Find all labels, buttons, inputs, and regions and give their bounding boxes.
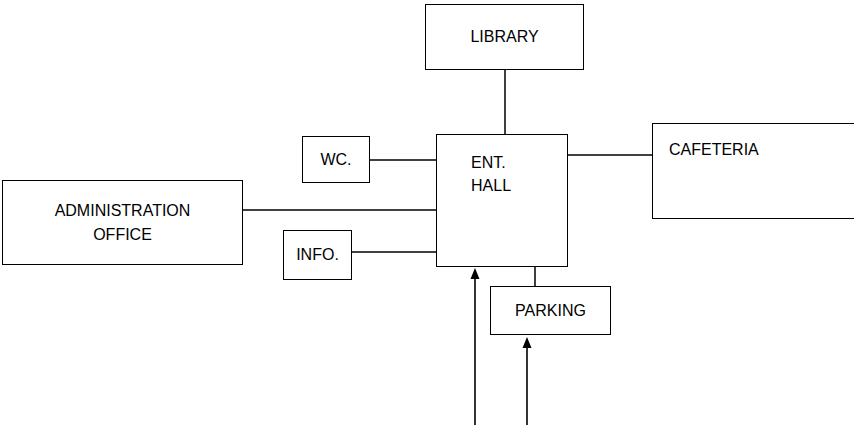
arrow-head <box>523 337 532 348</box>
entry-arrow-line <box>474 276 476 425</box>
arrow-head <box>471 268 480 279</box>
room-label: WC. <box>320 148 351 171</box>
connector-line <box>352 251 436 253</box>
info-box: INFO. <box>283 230 352 280</box>
room-label: CAFETERIA <box>669 138 759 161</box>
entry-arrow-line <box>526 345 528 425</box>
room-label: INFO. <box>296 243 339 266</box>
room-label: ADMINISTRATION OFFICE <box>43 199 203 245</box>
cafeteria-box: CAFETERIA <box>652 123 854 219</box>
connector-line <box>534 267 536 286</box>
room-label: ENT. HALL <box>471 151 531 197</box>
library-box: LIBRARY <box>425 4 584 70</box>
room-label: LIBRARY <box>470 25 538 48</box>
parking-box: PARKING <box>490 286 611 335</box>
room-label: PARKING <box>515 299 586 322</box>
connector-line <box>504 70 506 134</box>
wc-box: WC. <box>302 136 370 183</box>
admin-office-box: ADMINISTRATION OFFICE <box>2 180 243 265</box>
entrance-hall-box: ENT. HALL <box>436 134 568 267</box>
connector-line <box>568 154 652 156</box>
connector-line <box>370 159 436 161</box>
connector-line <box>243 209 436 211</box>
